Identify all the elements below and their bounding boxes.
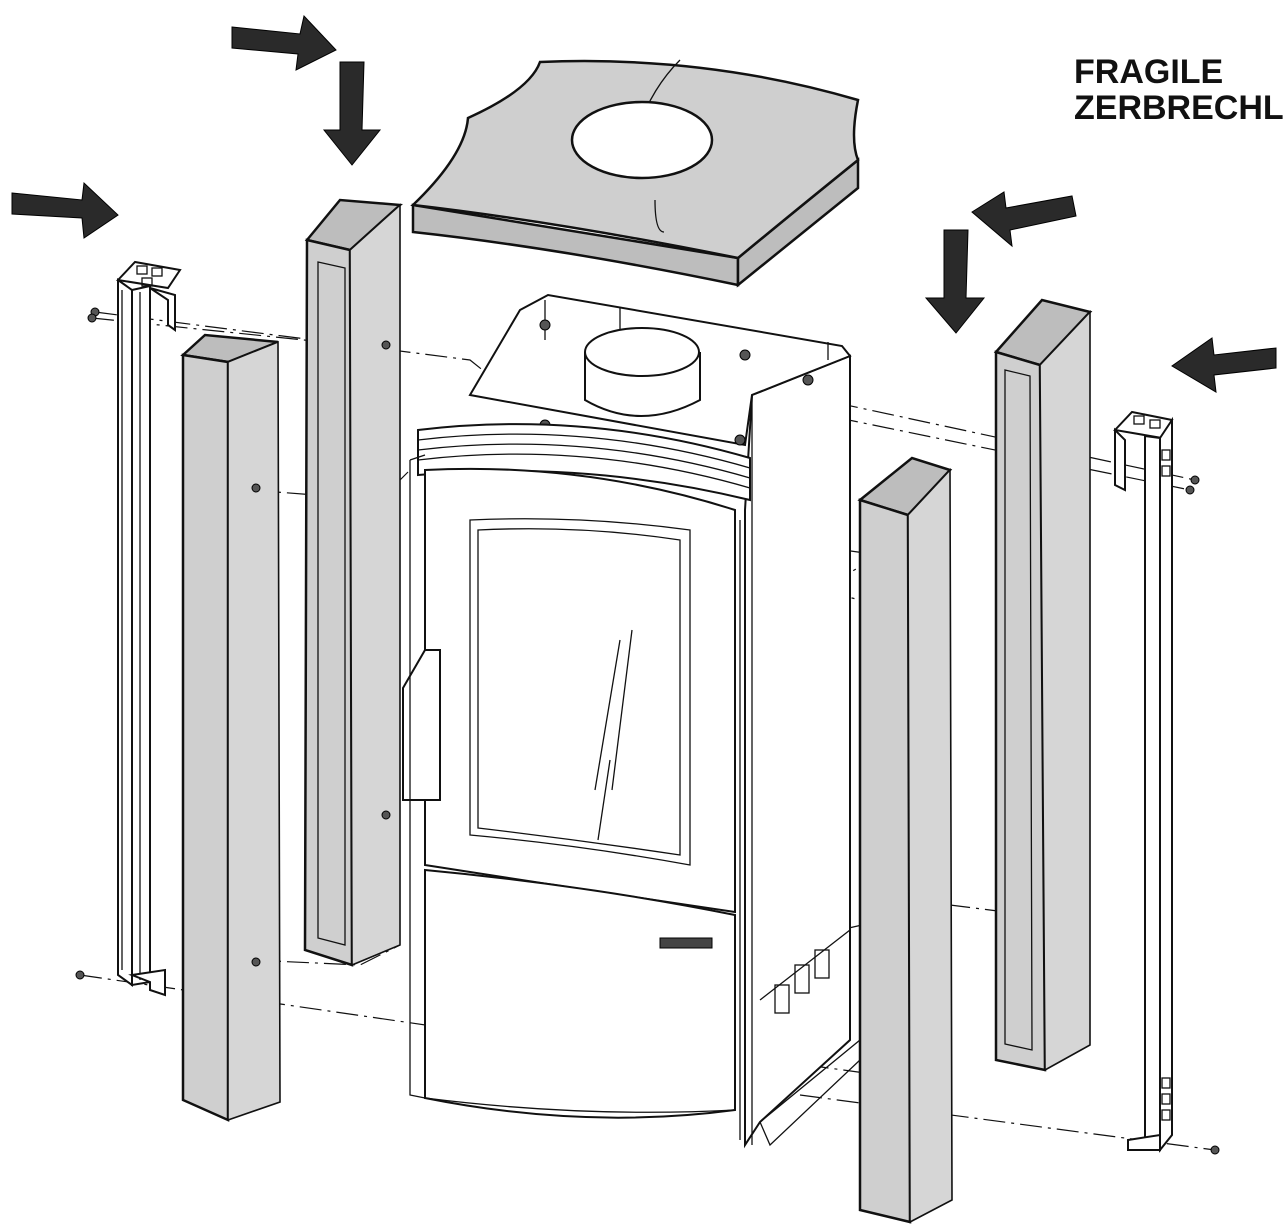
fragile-label-de: ZERBRECHLIC — [1074, 89, 1284, 127]
fragile-label-en: FRAGILE — [1074, 53, 1224, 91]
right-mounting-bracket — [1112, 410, 1220, 1155]
front-right-side-stone — [857, 456, 953, 1224]
direction-arrows — [11, 14, 1277, 393]
rear-right-side-stone — [993, 298, 1093, 1072]
front-left-side-stone — [180, 333, 281, 1122]
arrow-left-icon — [971, 191, 1077, 248]
top-stone-plate — [410, 59, 860, 288]
stove-body — [402, 293, 861, 1149]
left-mounting-bracket — [75, 260, 182, 997]
arrow-left-icon — [1171, 337, 1277, 393]
rear-left-side-stone — [303, 198, 403, 967]
arrow-right-icon — [231, 14, 337, 71]
arrow-down-icon — [322, 61, 382, 166]
arrow-right-icon — [11, 181, 119, 239]
arrow-down-icon — [924, 229, 986, 334]
fragile-warning: FRAGILE ZERBRECHLIC — [1074, 54, 1284, 126]
